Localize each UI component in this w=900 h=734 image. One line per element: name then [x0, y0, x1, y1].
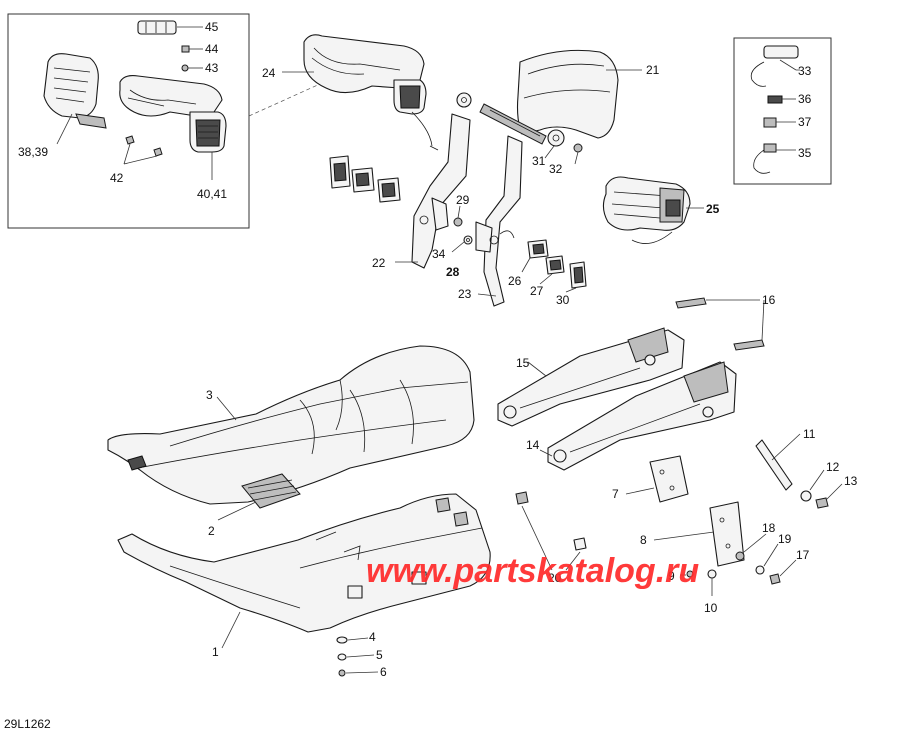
- callout-16: 16: [762, 293, 776, 307]
- callout-23: 23: [458, 287, 472, 301]
- part-harness-35: [753, 143, 777, 174]
- callout-10: 10: [704, 601, 718, 615]
- inset-wiring: 33 36 37 35: [733, 37, 832, 185]
- callout-34: 34: [432, 247, 446, 261]
- part-heater-pad: [241, 473, 301, 509]
- watermark-text: www.partskatalog.ru: [366, 552, 699, 590]
- callout-13: 13: [844, 474, 858, 488]
- part-rail-15: [497, 327, 685, 427]
- callout-15: 15: [516, 356, 530, 370]
- callout-21: 21: [646, 63, 660, 77]
- callout-9: 9: [668, 569, 675, 583]
- callout-24: 24: [262, 66, 276, 80]
- part-grip-33: [750, 45, 799, 87]
- callout-29: 29: [456, 193, 470, 207]
- callout-8: 8: [640, 533, 647, 547]
- callout-3: 3: [206, 388, 213, 402]
- callout-5: 5: [376, 648, 383, 662]
- part-nut-18: [735, 551, 745, 561]
- inset-backrest: 45 44 43 38,39 42 40,41: [7, 13, 250, 229]
- callout-7: 7: [612, 487, 619, 501]
- callout-14: 14: [526, 438, 540, 452]
- part-seat: [107, 345, 475, 505]
- callout-32: 32: [549, 162, 563, 176]
- part-connector-36: [767, 95, 783, 104]
- callout-17: 17: [796, 548, 810, 562]
- part-bumper-20b: [573, 537, 587, 551]
- callout-12: 12: [826, 460, 840, 474]
- callout-30: 30: [556, 293, 570, 307]
- part-seat-base: [117, 493, 491, 633]
- part-washer-5: [337, 653, 347, 661]
- part-grip-pad: [137, 20, 177, 35]
- part-backrest-assembly: [303, 34, 439, 151]
- part-switch-left-b: [351, 167, 375, 193]
- part-heated-handle: [602, 176, 691, 244]
- part-bolt-17: [769, 573, 781, 585]
- part-washer-19: [755, 565, 765, 575]
- inset-link-line: [248, 83, 321, 117]
- callout-38-39: 38,39: [18, 145, 48, 159]
- part-strip-16a: [675, 297, 707, 309]
- part-switch-26: [527, 239, 549, 259]
- part-switch-left-c: [377, 177, 401, 203]
- callout-36: 36: [798, 92, 812, 106]
- callout-4: 4: [369, 630, 376, 644]
- part-strip-16b: [733, 339, 765, 351]
- part-switch-30: [569, 261, 587, 289]
- callout-43: 43: [205, 61, 219, 75]
- callout-6: 6: [380, 665, 387, 679]
- part-screw-29: [453, 217, 463, 227]
- part-connector-37: [763, 117, 777, 128]
- part-washer-31: [547, 129, 565, 147]
- callout-42: 42: [110, 171, 124, 185]
- part-washer-12: [800, 490, 812, 502]
- part-screw-9: [686, 570, 694, 578]
- callout-11: 11: [803, 427, 816, 441]
- part-switch-left-a: [329, 155, 351, 189]
- part-bushing-strip: [479, 103, 547, 145]
- part-screw-6: [338, 669, 346, 677]
- part-bracket-23: [475, 135, 523, 307]
- callout-25: 25: [706, 202, 720, 216]
- document-id: 29L1262: [4, 717, 51, 731]
- part-screw-43: [181, 64, 189, 72]
- callout-20: 20: [548, 571, 562, 585]
- part-washer-10: [707, 569, 717, 579]
- callout-31: 31: [532, 154, 546, 168]
- callout-2: 2: [208, 524, 215, 538]
- callout-19: 19: [778, 532, 792, 546]
- callout-45: 45: [205, 20, 219, 34]
- part-plate-7: [649, 455, 689, 503]
- callout-1: 1: [212, 645, 219, 659]
- part-rear-cover: [516, 49, 619, 139]
- callout-18: 18: [762, 521, 776, 535]
- callout-26: 26: [508, 274, 522, 288]
- part-washer-34: [463, 235, 473, 245]
- part-switch-27: [545, 255, 565, 275]
- part-rail-14: [547, 361, 737, 471]
- part-bumper-20a: [515, 491, 529, 505]
- callout-28: 28: [446, 265, 460, 279]
- part-nut-32: [573, 143, 583, 153]
- callout-37: 37: [798, 115, 812, 129]
- callout-35: 35: [798, 146, 812, 160]
- callout-27: 27: [530, 284, 544, 298]
- part-bolt-13: [815, 497, 829, 509]
- part-nut-44: [181, 45, 190, 53]
- callout-44: 44: [205, 42, 219, 56]
- part-screws-42: [125, 135, 163, 157]
- part-bracket-22: [411, 92, 472, 269]
- part-washer-4: [336, 636, 348, 644]
- part-backrest-cover: [43, 53, 107, 129]
- callout-33: 33: [798, 64, 812, 78]
- part-rod-11: [755, 439, 793, 491]
- part-bracket-8: [709, 501, 745, 567]
- callout-22: 22: [372, 256, 386, 270]
- callout-40-41: 40,41: [197, 187, 227, 201]
- part-backrest-frame: [119, 75, 227, 153]
